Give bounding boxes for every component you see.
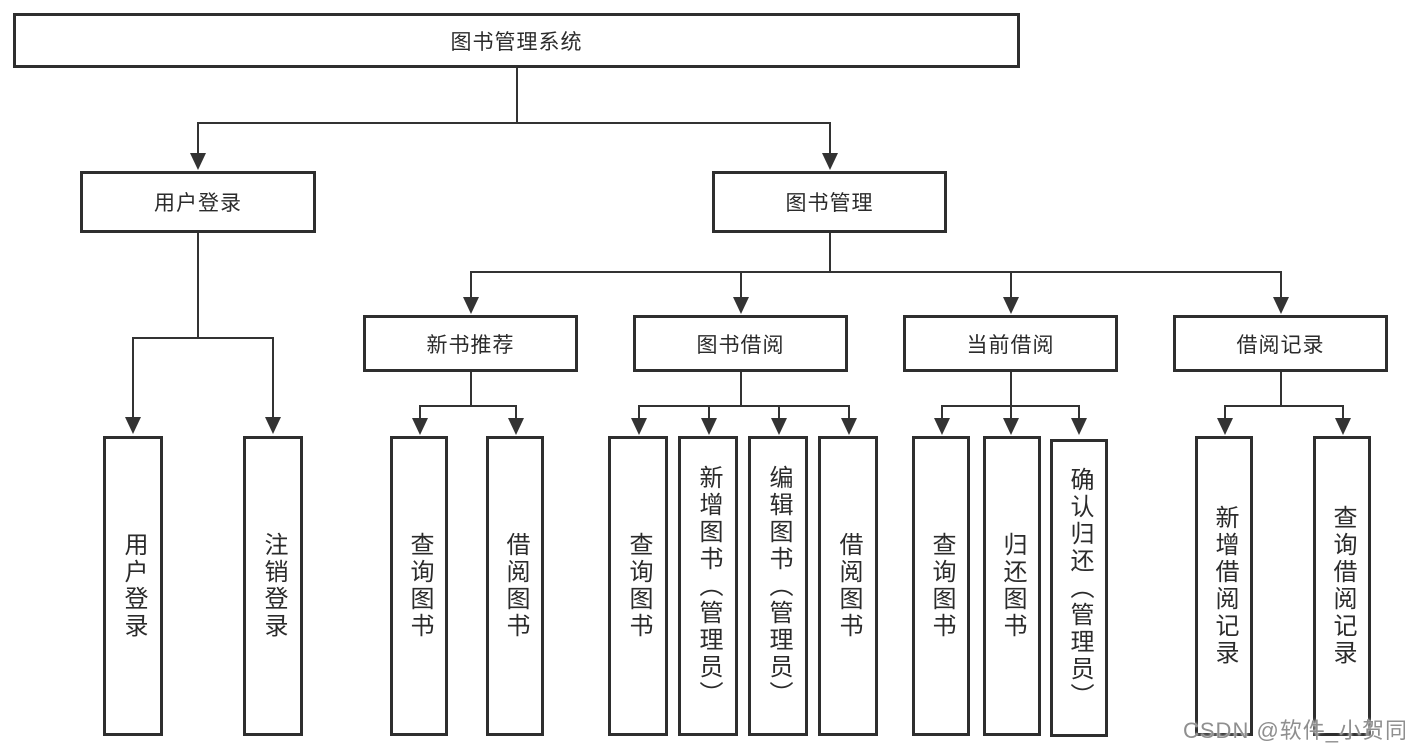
arrow-down-icon [841, 418, 857, 435]
connector-root-stem [516, 68, 518, 122]
connector-new-book-stem [470, 372, 472, 405]
leaf-logout-login: 注销登录 [243, 436, 303, 736]
leaf-confirm-return-admin: 确认归还（管理员） [1050, 439, 1108, 737]
node-book-management: 图书管理 [712, 171, 947, 233]
arrow-down-icon [733, 297, 749, 314]
connector-drop-borrow-records [1280, 271, 1282, 299]
connector-drop-leaf [778, 405, 780, 419]
node-new-book-recommend: 新书推荐 [363, 315, 578, 372]
connector-borrow-records-stem [1280, 372, 1282, 405]
leaf-query-books-borrowing: 查询图书 [608, 436, 668, 736]
arrow-down-icon [934, 418, 950, 435]
connector-drop-leaf [1342, 405, 1344, 419]
connector-user-login-stem [197, 233, 199, 337]
node-library-management-system: 图书管理系统 [13, 13, 1020, 68]
arrow-down-icon [1003, 297, 1019, 314]
arrow-down-icon [1003, 418, 1019, 435]
connector-current-borrow-stem [1010, 372, 1012, 405]
node-user-login: 用户登录 [80, 171, 316, 233]
leaf-user-login: 用户登录 [103, 436, 163, 736]
connector-drop-current-borrow [1010, 271, 1012, 299]
arrow-down-icon [701, 418, 717, 435]
leaf-query-borrow-record: 查询借阅记录 [1313, 436, 1371, 736]
leaf-edit-books-admin: 编辑图书（管理员） [748, 436, 808, 736]
connector-drop-leaf [419, 405, 421, 419]
connector-drop-leaf [515, 405, 517, 419]
arrow-down-icon [822, 153, 838, 170]
arrow-down-icon [265, 417, 281, 434]
connector-borrow-records-split [1224, 405, 1343, 407]
leaf-query-books-current: 查询图书 [912, 436, 970, 736]
leaf-add-books-admin: 新增图书（管理员） [678, 436, 738, 736]
connector-book-borrow-stem [740, 372, 742, 405]
leaf-query-books-recommend: 查询图书 [390, 436, 448, 736]
arrow-down-icon [190, 153, 206, 170]
arrow-down-icon [1071, 418, 1087, 435]
connector-drop-book-borrow [740, 271, 742, 299]
connector-drop-leaf [1078, 405, 1080, 419]
connector-drop-leaf [272, 337, 274, 418]
connector-book-borrow-split [638, 405, 850, 407]
connector-new-book-split [419, 405, 517, 407]
connector-user-login-split [132, 337, 274, 339]
node-book-borrowing: 图书借阅 [633, 315, 848, 372]
csdn-watermark: CSDN @软件_小贺同学 [1183, 718, 1405, 743]
connector-drop-leaf [1224, 405, 1226, 419]
arrow-down-icon [771, 418, 787, 435]
connector-drop-book-management [829, 122, 831, 156]
connector-drop-leaf [638, 405, 640, 419]
connector-book-mgmt-split [470, 271, 1281, 273]
arrow-down-icon [1335, 418, 1351, 435]
leaf-borrow-books-borrowing: 借阅图书 [818, 436, 878, 736]
arrow-down-icon [508, 418, 524, 435]
connector-drop-new-book [470, 271, 472, 299]
leaf-borrow-books-recommend: 借阅图书 [486, 436, 544, 736]
connector-drop-leaf [848, 405, 850, 419]
node-current-borrowing: 当前借阅 [903, 315, 1118, 372]
arrow-down-icon [631, 418, 647, 435]
node-borrowing-records: 借阅记录 [1173, 315, 1388, 372]
connector-drop-leaf [708, 405, 710, 419]
connector-drop-leaf [941, 405, 943, 419]
leaf-return-books: 归还图书 [983, 436, 1041, 736]
arrow-down-icon [412, 418, 428, 435]
arrow-down-icon [1217, 418, 1233, 435]
connector-book-mgmt-stem [829, 233, 831, 271]
connector-root-split [197, 122, 831, 124]
leaf-add-borrow-record: 新增借阅记录 [1195, 436, 1253, 736]
arrow-down-icon [1273, 297, 1289, 314]
arrow-down-icon [125, 417, 141, 434]
connector-drop-user-login [197, 122, 199, 156]
arrow-down-icon [463, 297, 479, 314]
connector-drop-leaf [1010, 405, 1012, 419]
connector-drop-leaf [132, 337, 134, 418]
